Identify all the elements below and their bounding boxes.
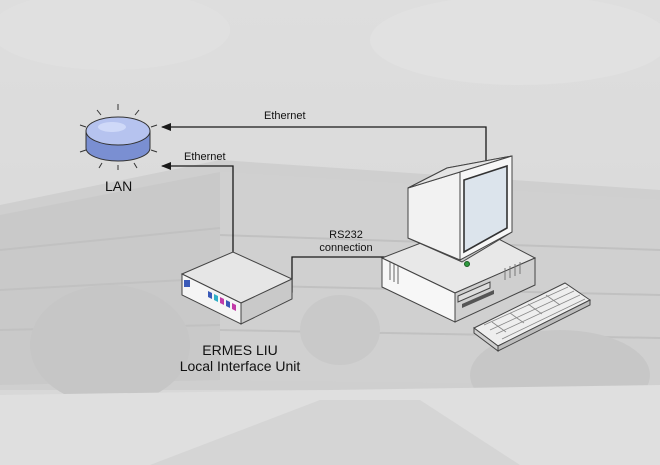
- ethernet-label-top: Ethernet: [264, 110, 306, 122]
- device-name-label: ERMES LIU: [202, 342, 278, 358]
- lan-hub-icon: [79, 104, 158, 170]
- network-device-icon: [180, 251, 294, 325]
- device-caption: ERMES LIU Local Interface Unit: [160, 342, 320, 374]
- keyboard-icon: [473, 282, 591, 352]
- lan-label: LAN: [105, 178, 133, 194]
- ethernet-label-left: Ethernet: [184, 151, 226, 163]
- ethernet-cable-computer-lan: [161, 123, 487, 162]
- rs232-label-line1: RS232: [329, 229, 363, 241]
- ethernet-cable-liu-lan: [161, 162, 234, 257]
- device-description-label: Local Interface Unit: [179, 358, 301, 375]
- rs232-label-line2: connection: [319, 241, 373, 254]
- desktop-computer-icon: [380, 155, 537, 323]
- rs232-label: RS232 connection: [316, 229, 376, 254]
